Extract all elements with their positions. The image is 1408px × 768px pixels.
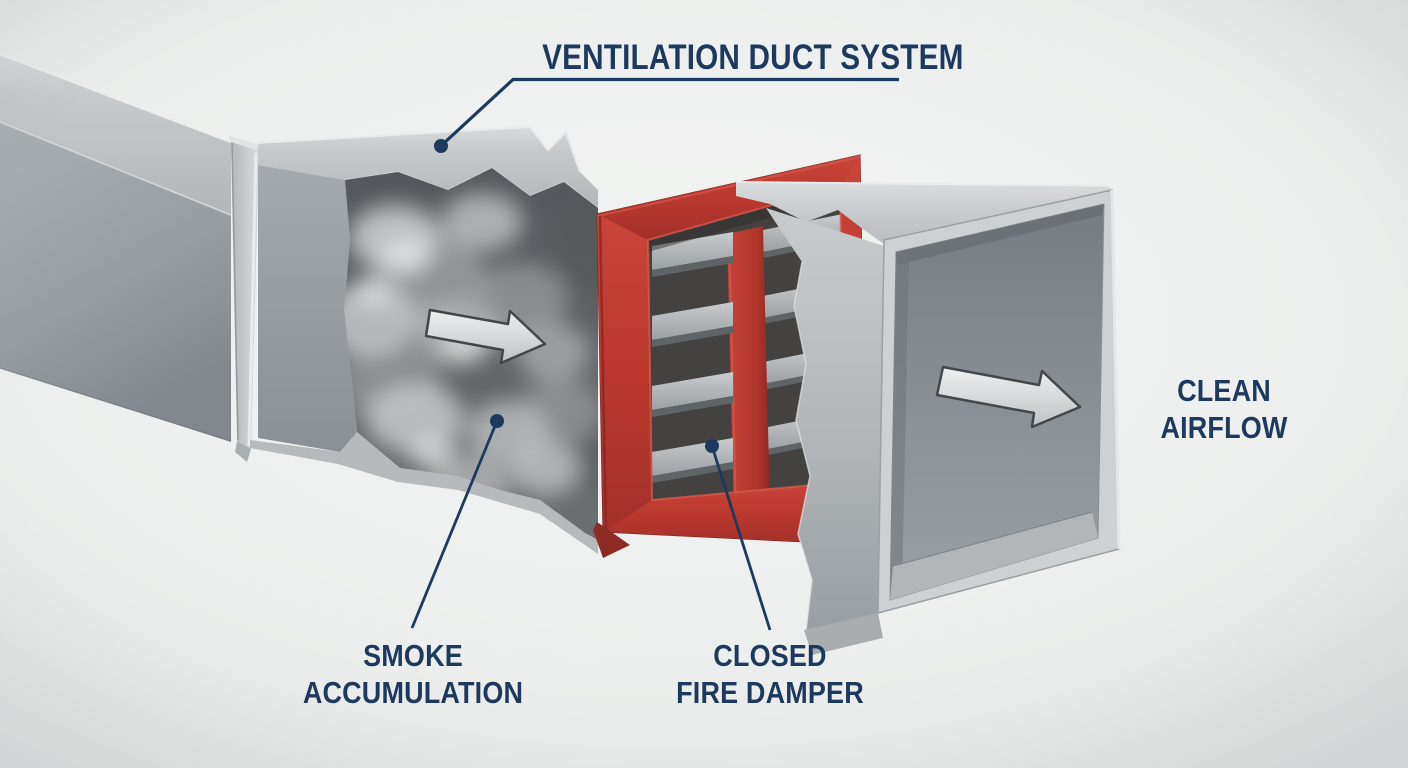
title-leader-dot <box>434 139 448 153</box>
damper-leader-dot <box>705 439 719 453</box>
smoke-leader-dot <box>490 414 504 428</box>
smoke-leader-line <box>410 420 499 629</box>
callout-dots <box>434 139 719 453</box>
damper-leader-line <box>710 445 772 631</box>
title-underline-leader <box>441 77 899 146</box>
callout-leaders <box>410 77 899 631</box>
